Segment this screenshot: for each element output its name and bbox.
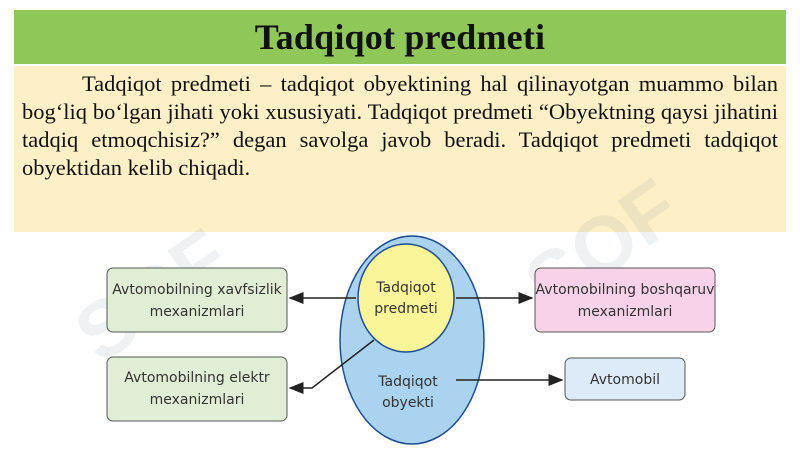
inner-circle [357,243,455,353]
slide-title: Tadqiqot predmeti [254,17,546,57]
box-electric-line2: mexanizmlari [150,392,245,408]
box-safety-line1: Avtomobilning xavfsizlik [112,282,282,298]
outer-circle-line1: Tadqiqot [377,374,438,390]
inner-circle-line2: predmeti [374,301,437,317]
box-electric-line1: Avtomobilning elektr [124,370,270,386]
arrow-to-electric [288,339,375,394]
definition-box: Tadqiqot predmeti – tadqiqot obyektining… [14,66,786,232]
box-control [534,267,716,333]
outer-circle-line2: obyekti [382,395,434,411]
box-safety-line2: mexanizmlari [150,304,245,320]
box-safety [106,267,288,333]
inner-circle-line1: Tadqiqot [375,280,436,296]
box-control-line2: mexanizmlari [578,304,673,320]
definition-text: Tadqiqot predmeti – tadqiqot obyektining… [22,71,778,180]
box-car [564,357,686,401]
title-bar: Tadqiqot predmeti [14,10,786,64]
box-electric [106,356,288,422]
box-control-line1: Avtomobilning boshqaruv [536,282,715,298]
box-car-label: Avtomobil [590,372,660,388]
